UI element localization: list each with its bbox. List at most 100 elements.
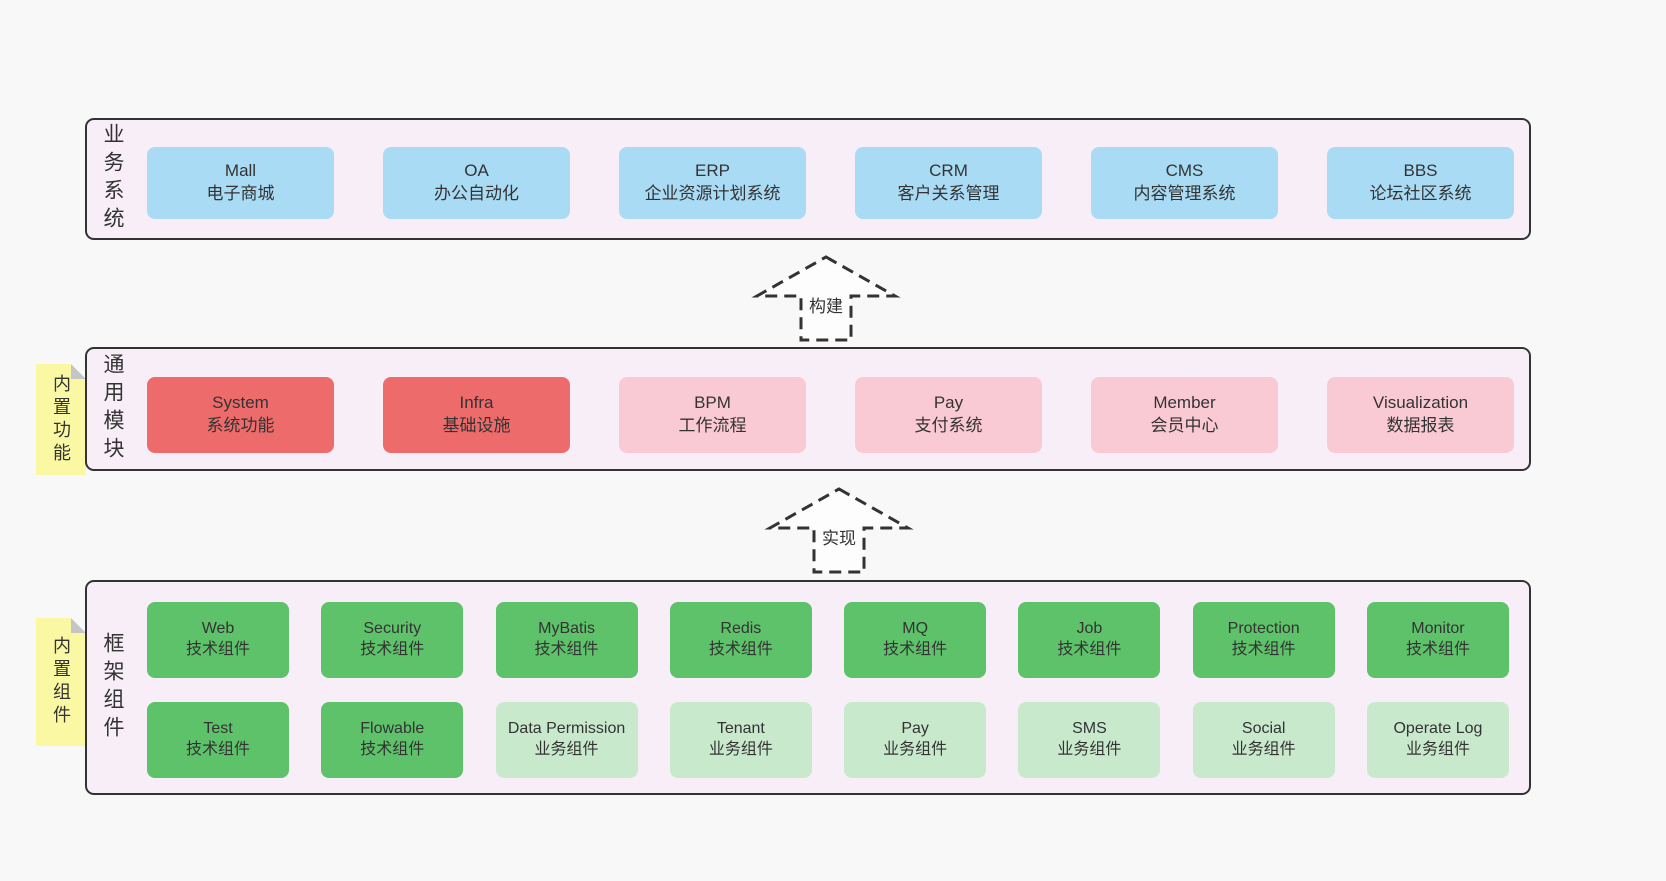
box-title: Pay	[901, 720, 929, 738]
box-title: BPM	[694, 393, 731, 413]
build-arrow-label: 构建	[809, 297, 843, 316]
box-sms: SMS 业务组件	[1018, 702, 1161, 778]
box-title: Web	[201, 620, 235, 638]
box-subtitle: 基础设施	[442, 416, 511, 435]
box-title: Mall	[224, 161, 257, 181]
box-bbs: BBS 论坛社区系统	[1327, 147, 1514, 219]
box-oa: OA 办公自动化	[383, 147, 570, 219]
band-framework-components: 框架组件 Web 技术组件 Security 技术组件 MyBatis 技术组件…	[85, 580, 1531, 795]
box-subtitle: 技术组件	[185, 741, 250, 758]
build-arrow: 构建	[745, 252, 910, 347]
band-business-systems: 业务系统 Mall 电子商城 OA 办公自动化 ERP 企业资源计划系统 CRM…	[85, 118, 1531, 240]
box-security: Security 技术组件	[321, 602, 464, 678]
sticky-note-built-in-components: 内置组件	[36, 618, 86, 746]
box-member: Member 会员中心	[1091, 377, 1278, 453]
box-pay-system: Pay 支付系统	[855, 377, 1042, 453]
box-title: Tenant	[716, 720, 765, 738]
box-subtitle: 技术组件	[185, 641, 250, 658]
note-fold-icon	[71, 618, 86, 633]
box-subtitle: 企业资源计划系统	[644, 184, 781, 203]
box-title: MQ	[902, 620, 929, 638]
box-redis: Redis 技术组件	[669, 602, 812, 678]
business-box-row: Mall 电子商城 OA 办公自动化 ERP 企业资源计划系统 CRM 客户关系…	[147, 147, 1514, 219]
box-subtitle: 技术组件	[1231, 641, 1296, 658]
box-mall: Mall 电子商城	[147, 147, 334, 219]
box-subtitle: 客户关系管理	[897, 184, 1000, 203]
box-mq: MQ 技术组件	[844, 602, 987, 678]
box-subtitle: 论坛社区系统	[1369, 184, 1472, 203]
modules-box-row: System 系统功能 Infra 基础设施 BPM 工作流程 Pay 支付系统…	[147, 377, 1514, 453]
box-mybatis: MyBatis 技术组件	[495, 602, 638, 678]
box-subtitle: 技术组件	[883, 641, 948, 658]
components-row-2: Test 技术组件 Flowable 技术组件 Data Permission …	[147, 702, 1509, 778]
implement-arrow: 实现	[758, 484, 923, 579]
box-subtitle: 工作流程	[678, 416, 747, 435]
box-operate-log: Operate Log 业务组件	[1366, 702, 1509, 778]
implement-arrow-label: 实现	[822, 529, 856, 548]
box-title: CMS	[1165, 161, 1204, 181]
box-system: System 系统功能	[147, 377, 334, 453]
box-subtitle: 技术组件	[1057, 641, 1122, 658]
box-title: Protection	[1227, 620, 1300, 638]
box-title: Job	[1076, 620, 1103, 638]
box-data-permission: Data Permission 业务组件	[495, 702, 638, 778]
box-title: Pay	[933, 393, 964, 413]
box-subtitle: 业务组件	[1405, 741, 1470, 758]
box-subtitle: 技术组件	[360, 741, 425, 758]
box-pay-component: Pay 业务组件	[844, 702, 987, 778]
box-subtitle: 支付系统	[914, 416, 983, 435]
box-title: OA	[464, 161, 489, 181]
box-subtitle: 技术组件	[708, 641, 773, 658]
box-title: Redis	[720, 620, 762, 638]
box-title: MyBatis	[538, 620, 596, 638]
box-title: SMS	[1072, 720, 1107, 738]
box-title: Infra	[459, 393, 494, 413]
box-title: CRM	[929, 161, 968, 181]
box-subtitle: 系统功能	[206, 416, 275, 435]
box-title: Visualization	[1372, 393, 1469, 413]
box-subtitle: 技术组件	[1405, 641, 1470, 658]
box-subtitle: 会员中心	[1150, 416, 1219, 435]
box-cms: CMS 内容管理系统	[1091, 147, 1278, 219]
band-business-label: 业务系统	[101, 123, 124, 235]
sticky-note-built-in-functions: 内置功能	[36, 364, 86, 475]
box-subtitle: 技术组件	[534, 641, 599, 658]
box-flowable: Flowable 技术组件	[321, 702, 464, 778]
box-infra: Infra 基础设施	[383, 377, 570, 453]
note-fold-icon	[71, 364, 86, 379]
box-erp: ERP 企业资源计划系统	[619, 147, 806, 219]
box-crm: CRM 客户关系管理	[855, 147, 1042, 219]
box-title: Social	[1241, 720, 1286, 738]
box-subtitle: 电子商城	[206, 184, 275, 203]
box-title: Monitor	[1411, 620, 1465, 638]
box-title: BBS	[1403, 161, 1438, 181]
band-components-label: 框架组件	[101, 631, 124, 744]
box-monitor: Monitor 技术组件	[1366, 602, 1509, 678]
box-protection: Protection 技术组件	[1192, 602, 1335, 678]
box-social: Social 业务组件	[1192, 702, 1335, 778]
components-row-1: Web 技术组件 Security 技术组件 MyBatis 技术组件 Redi…	[147, 602, 1509, 678]
box-title: Test	[203, 720, 233, 738]
box-test: Test 技术组件	[147, 702, 289, 778]
band-common-modules: 通用模块 System 系统功能 Infra 基础设施 BPM 工作流程 Pay…	[85, 347, 1531, 471]
box-title: Flowable	[360, 720, 425, 738]
up-arrow-icon	[764, 487, 914, 574]
box-visualization: Visualization 数据报表	[1327, 377, 1514, 453]
box-job: Job 技术组件	[1018, 602, 1161, 678]
box-title: Member	[1153, 393, 1216, 413]
box-tenant: Tenant 业务组件	[669, 702, 812, 778]
box-subtitle: 办公自动化	[434, 184, 519, 203]
box-title: ERP	[695, 161, 730, 181]
band-modules-label: 通用模块	[101, 353, 124, 465]
box-web: Web 技术组件	[147, 602, 289, 678]
box-title: Security	[363, 620, 422, 638]
box-subtitle: 业务组件	[534, 741, 599, 758]
box-subtitle: 业务组件	[883, 741, 948, 758]
box-bpm: BPM 工作流程	[619, 377, 806, 453]
box-subtitle: 技术组件	[360, 641, 425, 658]
box-subtitle: 业务组件	[1231, 741, 1296, 758]
box-subtitle: 内容管理系统	[1133, 184, 1236, 203]
box-title: Operate Log	[1393, 720, 1483, 738]
up-arrow-icon	[751, 255, 901, 342]
